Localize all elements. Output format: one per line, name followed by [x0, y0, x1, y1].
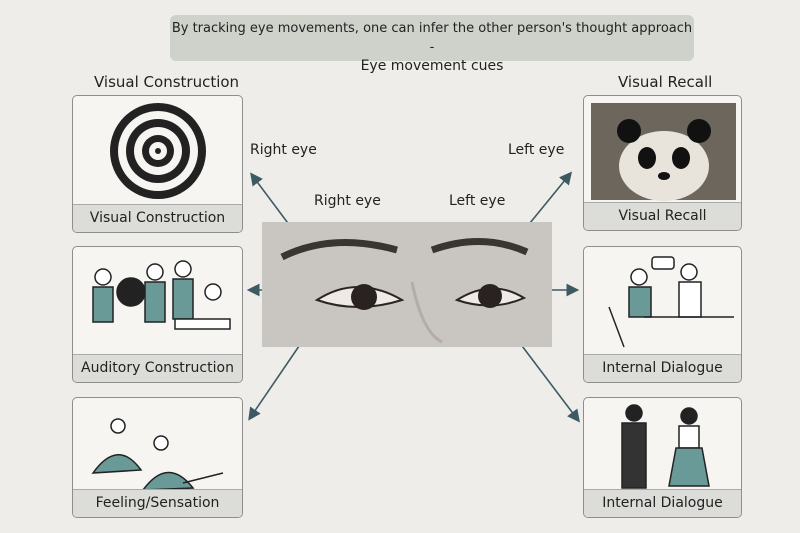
label-right-eye-outer: Right eye	[250, 142, 317, 158]
conversation-illustration	[608, 256, 734, 348]
spiral-illustration	[110, 103, 206, 199]
caption: Internal Dialogue	[584, 489, 741, 517]
title-banner: By tracking eye movements, one can infer…	[170, 15, 694, 74]
panel-auditory-construction: Auditory Construction	[72, 246, 243, 383]
panda-photo	[591, 103, 736, 201]
phones-illustration	[621, 404, 710, 489]
panel-visual-recall: Visual Recall	[583, 95, 742, 231]
caption: Feeling/Sensation	[73, 489, 242, 517]
caption: Visual Construction	[73, 204, 242, 232]
panel-internal-dialogue-2: Internal Dialogue	[583, 397, 742, 518]
caption: Auditory Construction	[73, 354, 242, 382]
panel-feeling-sensation: Feeling/Sensation	[72, 397, 243, 518]
caption: Internal Dialogue	[584, 354, 741, 382]
header-visual-recall: Visual Recall	[618, 73, 713, 91]
band-illustration	[92, 260, 231, 330]
panel-internal-dialogue-1: Internal Dialogue	[583, 246, 742, 383]
label-right-eye-inner: Right eye	[314, 193, 381, 209]
header-visual-construction: Visual Construction	[94, 73, 240, 91]
panel-visual-construction: Visual Construction	[72, 95, 243, 233]
eyes-photo	[262, 222, 552, 347]
label-left-eye-inner: Left eye	[449, 193, 506, 209]
banner-line-2: Eye movement cues	[360, 58, 504, 74]
banner-line-1: By tracking eye movements, one can infer…	[171, 21, 693, 55]
label-left-eye-outer: Left eye	[508, 142, 565, 158]
caption: Visual Recall	[584, 202, 741, 230]
dancers-illustration	[91, 418, 224, 491]
